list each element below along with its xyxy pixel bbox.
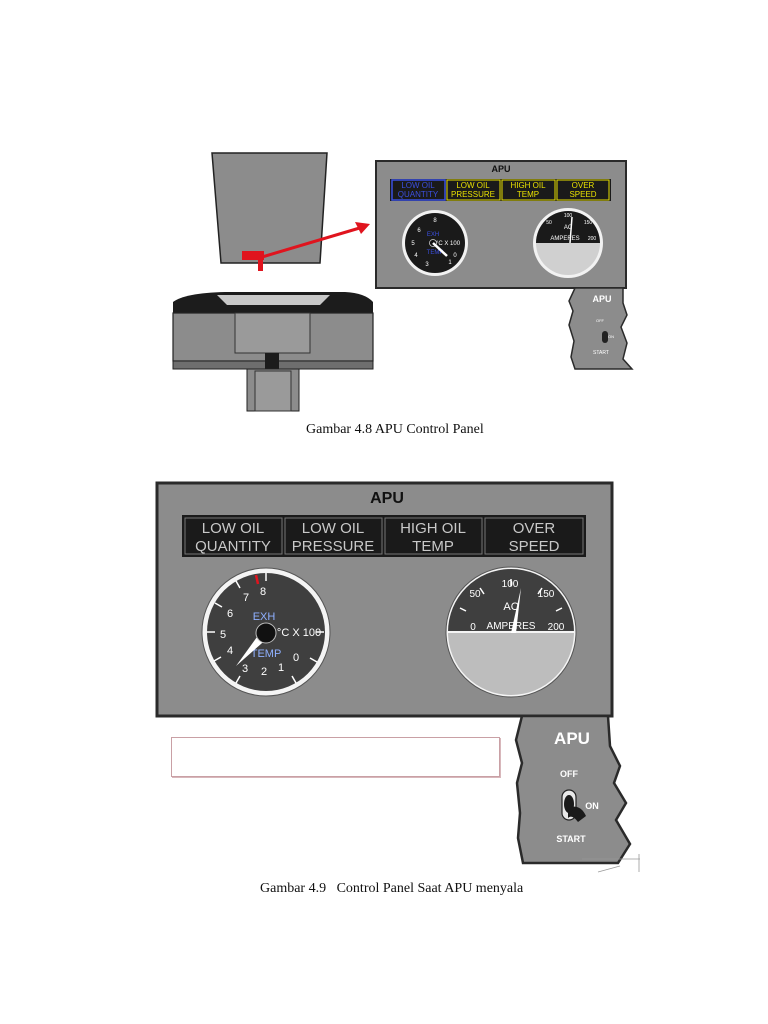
svg-text:AMPERES: AMPERES: [550, 236, 579, 242]
svg-text:OVER: OVER: [572, 181, 595, 190]
apu-panel-small: APU LOW OIL QUANTITY LOW OIL PRESSURE HI…: [375, 160, 634, 370]
svg-text:°C X 100: °C X 100: [436, 241, 461, 247]
svg-text:APU: APU: [554, 729, 590, 748]
svg-text:AC: AC: [503, 601, 518, 613]
svg-text:6: 6: [417, 228, 421, 234]
figure-4-8-illustration: APU LOW OIL QUANTITY LOW OIL PRESSURE HI…: [172, 152, 634, 412]
pointer-arrow: [261, 225, 364, 259]
svg-text:100: 100: [502, 579, 519, 590]
annunciator-low-oil-pressure: LOW OIL PRESSURE: [446, 179, 501, 201]
svg-text:LOW OIL: LOW OIL: [456, 181, 490, 190]
svg-text:EXH: EXH: [253, 611, 276, 623]
ac-gauge: 100 50 150 0 200 AC AMPERES: [445, 566, 577, 698]
apu-switch-panel: APU OFF ON START: [514, 714, 632, 865]
svg-text:HIGH OIL: HIGH OIL: [400, 520, 466, 537]
svg-text:OVER: OVER: [513, 520, 556, 537]
svg-text:200: 200: [548, 622, 565, 633]
cockpit-illustration: [172, 152, 374, 412]
svg-text:150: 150: [584, 220, 593, 226]
svg-text:100: 100: [564, 213, 573, 219]
figure-caption-4-9: Gambar 4.9 Control Panel Saat APU menyal…: [260, 881, 524, 896]
svg-text:OFF: OFF: [560, 769, 578, 779]
svg-text:50: 50: [469, 589, 481, 600]
svg-text:7: 7: [243, 592, 249, 604]
svg-text:AMPERES: AMPERES: [487, 621, 536, 632]
ac-gauge-small: 100 50 150 200 AC AMPERES: [533, 208, 603, 278]
egt-gauge: 8 7 6 5 4 3 2 1 0 EXH °C X 100 TEMP: [201, 567, 331, 697]
svg-text:3: 3: [242, 663, 248, 675]
svg-text:LOW OIL: LOW OIL: [302, 520, 365, 537]
svg-text:1: 1: [448, 260, 452, 266]
svg-text:ON: ON: [608, 334, 614, 339]
svg-text:0: 0: [453, 253, 457, 259]
svg-text:0: 0: [293, 652, 299, 664]
apu-selector-toggle[interactable]: [561, 789, 586, 822]
annunciator-over-speed: OVER SPEED: [556, 179, 610, 201]
svg-text:LOW OIL: LOW OIL: [202, 520, 265, 537]
svg-text:1: 1: [278, 662, 284, 674]
svg-text:5: 5: [220, 629, 226, 641]
svg-text:TEMP: TEMP: [427, 250, 444, 256]
svg-text:50: 50: [546, 220, 552, 226]
svg-text:START: START: [593, 350, 609, 356]
svg-text:4: 4: [414, 253, 418, 259]
svg-text:AC: AC: [564, 225, 573, 231]
svg-text:TEMP: TEMP: [251, 648, 282, 660]
egt-gauge-small: 8 6 5 4 3 1 0 EXH °C X 100 TEMP: [402, 210, 468, 276]
svg-text:LOW OIL: LOW OIL: [401, 181, 435, 190]
apu-panel-location-marker: [242, 251, 264, 260]
annotation-box: [171, 737, 500, 777]
svg-text:OFF: OFF: [596, 318, 605, 323]
svg-text:PRESSURE: PRESSURE: [451, 190, 495, 199]
annunciator-high-oil-temp: HIGH OIL TEMP: [384, 517, 483, 555]
svg-text:6: 6: [227, 608, 233, 620]
svg-text:TEMP: TEMP: [517, 190, 539, 199]
annunciator-low-oil-pressure: LOW OIL PRESSURE: [284, 517, 383, 555]
svg-text:PRESSURE: PRESSURE: [292, 538, 375, 555]
svg-text:8: 8: [260, 586, 266, 598]
svg-text:2: 2: [261, 666, 267, 678]
figure-caption-4-8: Gambar 4.8 APU Control Panel: [306, 422, 484, 437]
panel-title: APU: [491, 164, 510, 174]
svg-text:150: 150: [538, 589, 555, 600]
corner-mark: [582, 854, 640, 873]
apu-switch-small: APU OFF ON START: [568, 287, 634, 370]
figure-4-9-illustration: APU LOW OIL QUANTITY LOW OIL PRESSURE HI…: [155, 481, 640, 873]
svg-text:TEMP: TEMP: [412, 538, 454, 555]
svg-text:HIGH OIL: HIGH OIL: [510, 181, 546, 190]
svg-text:SPEED: SPEED: [509, 538, 560, 555]
svg-text:APU: APU: [592, 294, 611, 304]
svg-text:QUANTITY: QUANTITY: [398, 190, 439, 199]
svg-text:8: 8: [433, 218, 437, 224]
annunciator-low-oil-quantity: LOW OIL QUANTITY: [184, 517, 283, 555]
svg-text:°C X 100: °C X 100: [277, 627, 321, 639]
annunciator-over-speed: OVER SPEED: [484, 517, 584, 555]
svg-text:200: 200: [588, 236, 597, 242]
annunciator-low-oil-quantity: LOW OIL QUANTITY: [391, 179, 446, 201]
svg-text:QUANTITY: QUANTITY: [195, 538, 271, 555]
annunciator-high-oil-temp: HIGH OIL TEMP: [501, 179, 556, 201]
panel-title: APU: [370, 490, 404, 507]
svg-text:3: 3: [425, 262, 429, 268]
svg-text:EXH: EXH: [427, 232, 439, 238]
svg-text:START: START: [556, 834, 586, 844]
svg-text:SPEED: SPEED: [569, 190, 596, 199]
svg-text:0: 0: [470, 622, 476, 633]
svg-text:ON: ON: [585, 801, 599, 811]
svg-text:5: 5: [411, 241, 415, 247]
egt-redline: [254, 574, 260, 585]
apu-panel-large: APU LOW OIL QUANTITY LOW OIL PRESSURE HI…: [155, 481, 614, 718]
svg-text:4: 4: [227, 645, 233, 657]
